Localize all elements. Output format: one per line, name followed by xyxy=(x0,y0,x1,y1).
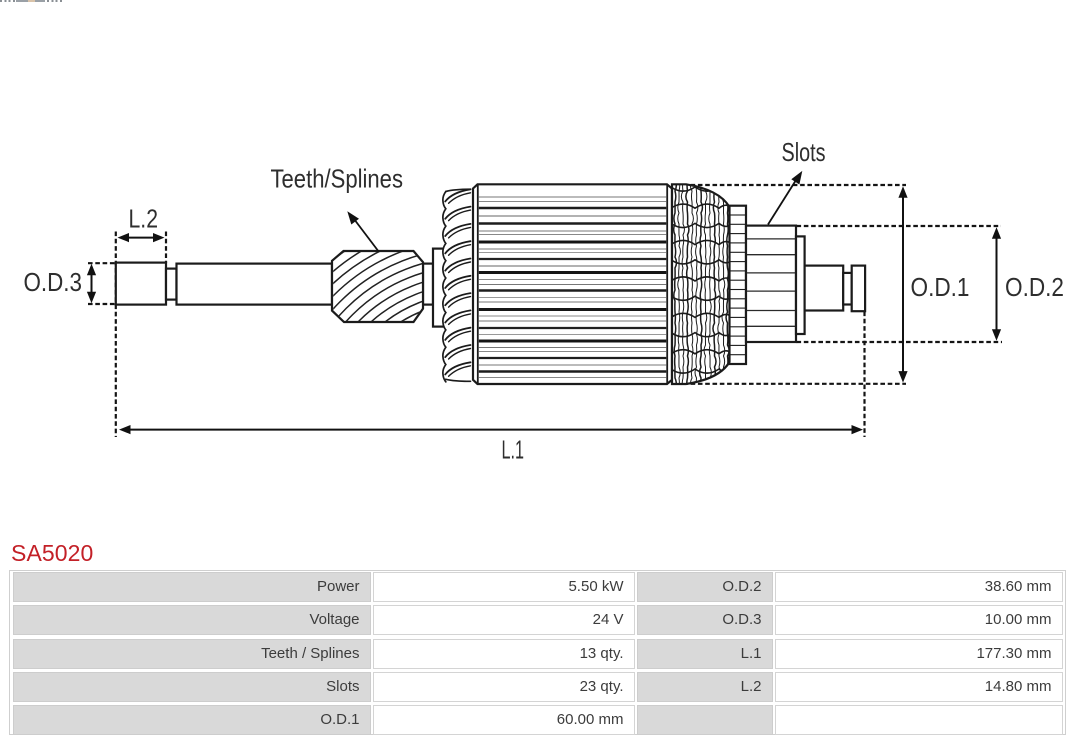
svg-text:O.D.3: O.D.3 xyxy=(24,267,83,297)
svg-text:O.D.1: O.D.1 xyxy=(911,272,970,302)
svg-text:L.1: L.1 xyxy=(502,435,525,465)
svg-text:Slots: Slots xyxy=(782,137,826,167)
svg-text:O.D.2: O.D.2 xyxy=(1005,272,1064,302)
svg-text:Teeth/Splines: Teeth/Splines xyxy=(271,163,404,193)
svg-text:L.2: L.2 xyxy=(129,204,159,234)
